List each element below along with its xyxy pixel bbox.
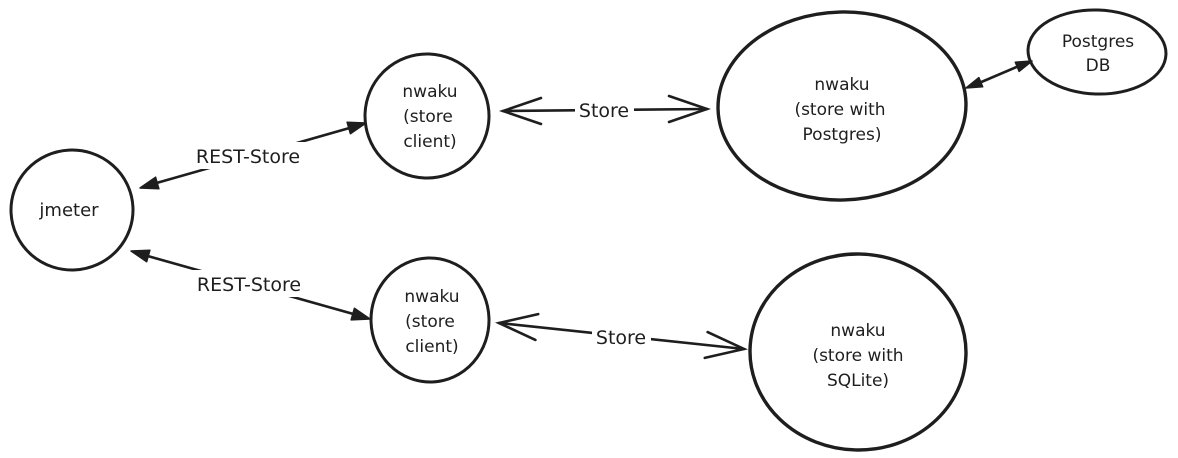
arrowhead-right-icon	[667, 94, 712, 124]
edge-label-background	[185, 142, 312, 169]
edge-label-background	[592, 322, 651, 350]
arrowhead-left-icon	[130, 249, 151, 263]
arrowhead-left-icon	[965, 76, 984, 89]
node-label-line: Postgres	[1062, 32, 1134, 52]
node-label-line: nwaku	[814, 75, 869, 95]
node-label-line: DB	[1086, 56, 1111, 76]
node-label-line: SQLite)	[827, 371, 889, 391]
node-label-line: nwaku	[404, 287, 459, 307]
arrowhead-left-icon	[498, 96, 543, 126]
node-nwaku-store-postgres: nwaku (store with Postgres)	[716, 10, 968, 202]
arrowhead-left-icon	[139, 176, 160, 190]
edge-jmeter-client-top: REST-Store	[139, 121, 367, 190]
node-nwaku-store-client-top-shape	[363, 52, 491, 180]
arrowhead-right-icon	[346, 121, 367, 135]
arrowhead-right-icon	[1014, 60, 1033, 73]
node-label-line: (store	[405, 312, 455, 332]
arrowhead-right-icon	[703, 330, 749, 360]
node-nwaku-store-sqlite-shape	[748, 252, 968, 452]
node-jmeter-shape	[9, 148, 135, 272]
node-jmeter-label: jmeter	[38, 200, 99, 221]
edge-client-top-postgres: Store	[498, 94, 712, 126]
edge-label: REST-Store	[196, 146, 300, 168]
edge-label: Store	[579, 100, 629, 122]
node-label-line: Postgres)	[803, 125, 882, 145]
edge-label: REST-Store	[197, 274, 301, 296]
arrowhead-left-icon	[494, 312, 540, 342]
node-nwaku-store-postgres-shape	[716, 10, 968, 202]
node-postgres-db: Postgres DB	[1026, 8, 1168, 96]
edge-postgres-db-link	[965, 60, 1033, 89]
node-nwaku-store-client-bottom-shape	[369, 256, 491, 384]
edge-label-background	[575, 95, 634, 123]
node-postgres-db-shape	[1026, 8, 1168, 96]
edge-label: Store	[596, 327, 646, 349]
edge-jmeter-client-bottom: REST-Store	[130, 249, 371, 321]
node-label-line: (store with	[794, 100, 885, 120]
node-label-line: (store	[403, 107, 453, 127]
node-jmeter: jmeter	[9, 148, 135, 272]
node-nwaku-store-sqlite: nwaku (store with SQLite)	[748, 252, 968, 452]
node-label-line: client)	[405, 337, 458, 357]
node-nwaku-store-client-top: nwaku (store client)	[363, 52, 491, 180]
node-label-line: nwaku	[402, 82, 457, 102]
arrowhead-right-icon	[350, 307, 371, 321]
node-label-line: client)	[403, 132, 456, 152]
node-label-line: (store with	[812, 346, 903, 366]
edge-label-background	[186, 270, 313, 297]
edge-client-bottom-sqlite: Store	[494, 312, 749, 360]
node-label-line: nwaku	[830, 321, 885, 341]
node-nwaku-store-client-bottom: nwaku (store client)	[369, 256, 491, 384]
